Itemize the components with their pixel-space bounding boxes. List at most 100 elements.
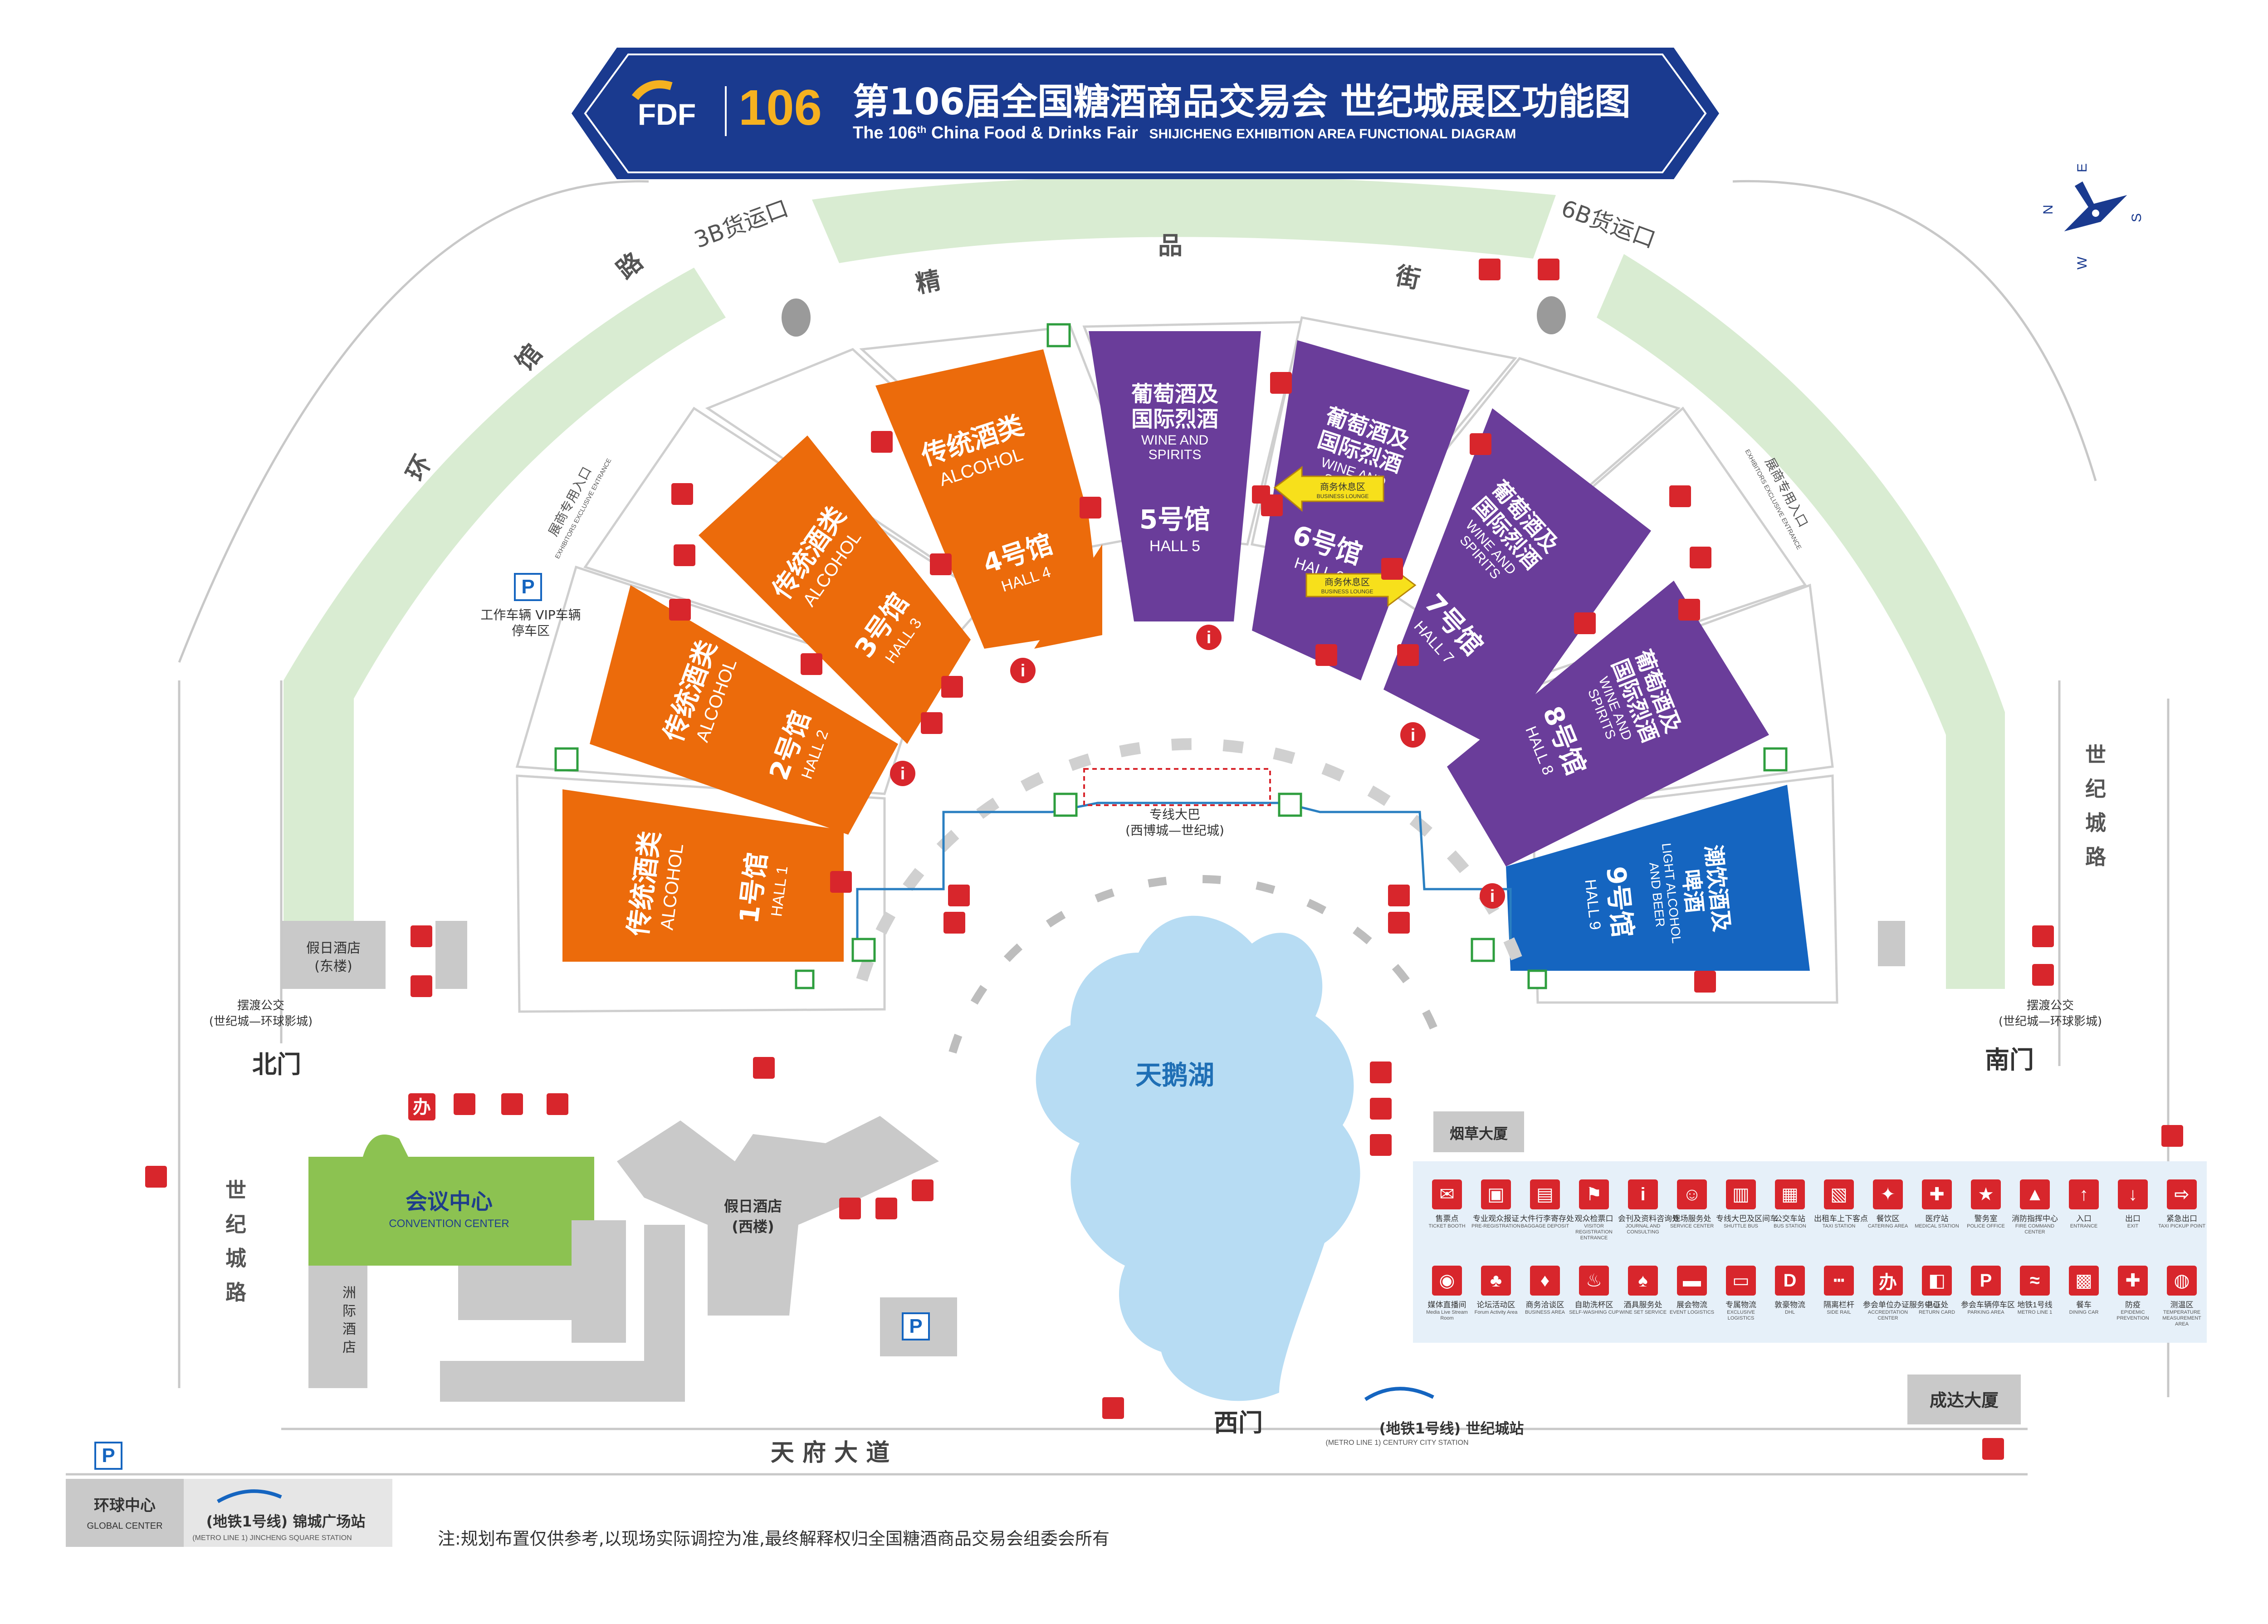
legend-label: 医疗站	[1925, 1214, 1949, 1223]
shuttle-label: 专线大巴	[1149, 807, 1200, 822]
svg-text:街: 街	[1393, 261, 1423, 294]
legend-icon: ▥	[1726, 1179, 1756, 1209]
svg-text:路: 路	[225, 1280, 247, 1305]
legend-icon: ▲	[2020, 1179, 2050, 1209]
svg-text:(东楼): (东楼)	[314, 959, 352, 974]
legend-label: 公交车站	[1774, 1214, 1805, 1223]
exit-icons	[554, 323, 1788, 989]
legend-label-en: RETURN CARD	[1918, 1310, 1955, 1315]
continental-hotel	[308, 1266, 367, 1388]
legend-icon: ▬	[1677, 1266, 1707, 1296]
svg-text:会议中心: 会议中心	[406, 1189, 493, 1214]
legend-icon: i	[1628, 1179, 1658, 1209]
legend-label: 防疫	[2125, 1301, 2141, 1309]
legend-label-en: PARKING AREA	[1967, 1310, 2004, 1315]
header-banner: FDF 106 第106届全国糖酒商品交易会 世纪城展区功能图 The 106t…	[572, 48, 1719, 179]
legend-icon: P	[1971, 1266, 2001, 1296]
legend-icon: ▦	[1775, 1179, 1805, 1209]
legend-label: 媒体直播间	[1427, 1301, 1466, 1309]
legend-icon: ◉	[1432, 1266, 1462, 1296]
hall-7	[1383, 408, 1651, 748]
title-en: The 106th China Food & Drinks Fair SHIJI…	[853, 123, 1516, 142]
hall-5-number-en: HALL 5	[1149, 538, 1200, 555]
svg-text:i: i	[1411, 726, 1416, 745]
legend-label: 餐车	[2076, 1301, 2092, 1309]
accreditation-icon	[408, 1093, 435, 1120]
legend-icon: ⚑	[1579, 1179, 1609, 1209]
metro-century-icon	[1364, 1387, 1434, 1401]
legend-label-en: SHUTTLE BUS	[1724, 1223, 1758, 1229]
freight-6b: 6B货运口	[1558, 195, 1659, 253]
svg-text:假日酒店: 假日酒店	[306, 940, 361, 956]
legend-label: 出口	[2125, 1214, 2141, 1223]
legend-icon: ▭	[1726, 1266, 1756, 1296]
svg-text:N: N	[2041, 205, 2056, 215]
legend-label: 专属物流	[1725, 1301, 1756, 1309]
parking-icon	[514, 573, 542, 601]
legend-icon: ┅	[1824, 1266, 1854, 1296]
svg-text:环球中心: 环球中心	[94, 1497, 156, 1515]
svg-text:S: S	[2129, 213, 2144, 222]
shuttle-route: (西博城—世纪城)	[1125, 823, 1224, 838]
legend-label-en: BUS STATION	[1774, 1223, 1806, 1229]
legend-label: 出租车上下客点	[1814, 1214, 1868, 1223]
svg-text:(地铁1号线) 世纪城站: (地铁1号线) 世纪城站	[1379, 1420, 1524, 1437]
freight-3b: 3B货运口	[691, 195, 792, 253]
svg-text:停车区: 停车区	[512, 623, 550, 638]
hall-5-number: 5号馆	[1139, 504, 1210, 535]
global-center	[66, 1479, 184, 1547]
legend-label: 消防指挥中心	[2012, 1214, 2058, 1223]
legend-icon: ✚	[2118, 1266, 2148, 1296]
legend-icon: ▩	[2069, 1266, 2099, 1296]
svg-text:GLOBAL CENTER: GLOBAL CENTER	[87, 1521, 162, 1531]
svg-text:W: W	[2075, 256, 2090, 269]
green-belt-left	[284, 268, 726, 957]
legend-icon: ▧	[1824, 1179, 1854, 1209]
west-gate: 西门	[1214, 1409, 1263, 1437]
svg-text:成达大厦: 成达大厦	[1930, 1390, 1999, 1410]
legend-label: 酒具服务处	[1623, 1301, 1662, 1309]
holiday-hotel-east	[281, 921, 386, 989]
legend-label: 参会单位办证服务中心	[1863, 1301, 1940, 1309]
legend-icon: ★	[1971, 1179, 2001, 1209]
svg-text:烟草大厦: 烟草大厦	[1450, 1125, 1508, 1142]
legend-label: 专线大巴及区间车	[1716, 1214, 1778, 1223]
svg-text:酒: 酒	[342, 1321, 356, 1337]
legend-label: 餐饮区	[1876, 1214, 1900, 1223]
svg-text:P: P	[102, 1444, 115, 1467]
shuttle-bay	[1083, 768, 1271, 806]
legend-icon: ↓	[2118, 1179, 2148, 1209]
lake-walkway-dots	[948, 875, 1447, 1054]
legend-label: 参会车辆停车区	[1961, 1301, 2015, 1309]
svg-text:纪: 纪	[2085, 777, 2106, 801]
legend-icon: ♠	[1628, 1266, 1658, 1296]
legend-label-en: TEMPERATURE MEASUREMENT AREA	[2162, 1310, 2201, 1327]
svg-text:商务休息区: 商务休息区	[1325, 577, 1370, 587]
title-zh: 第106届全国糖酒商品交易会 世纪城展区功能图	[853, 81, 1631, 123]
svg-text:摆渡公交: 摆渡公交	[2027, 999, 2074, 1013]
svg-text:E: E	[2075, 163, 2090, 172]
svg-text:假日酒店: 假日酒店	[724, 1198, 782, 1215]
svg-text:精: 精	[913, 265, 943, 298]
legend-label: 售票点	[1435, 1214, 1459, 1223]
legend-icon: ♣	[1481, 1266, 1511, 1296]
legend-icon: ↑	[2069, 1179, 2099, 1209]
footer-note: 注:规划布置仅供参考,以现场实际调控为准,最终解释权归全国糖酒商品交易会组委会所…	[438, 1529, 1110, 1549]
svg-text:路: 路	[2085, 845, 2107, 869]
metro-jincheng-icon	[217, 1489, 282, 1503]
legend-label-en: SERVICE CENTER	[1670, 1223, 1714, 1229]
north-gate: 北门	[252, 1050, 301, 1079]
tianfu-avenue: 天 府 大 道	[771, 1439, 890, 1467]
ring-road-outer-left	[178, 180, 649, 663]
tobacco-building	[1433, 1111, 1524, 1152]
